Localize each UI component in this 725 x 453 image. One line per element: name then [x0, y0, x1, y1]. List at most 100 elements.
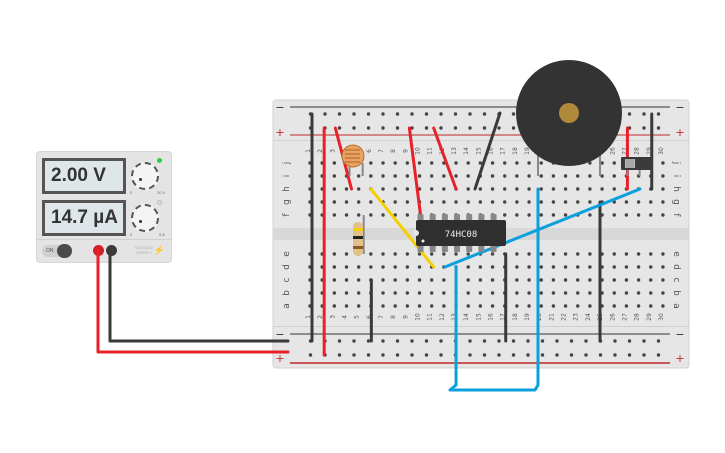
breadboard-hole[interactable] — [308, 353, 313, 357]
breadboard-hole[interactable] — [442, 200, 446, 204]
breadboard-hole[interactable] — [366, 339, 371, 343]
breadboard-hole[interactable] — [478, 200, 483, 204]
breadboard-hole[interactable] — [356, 174, 361, 178]
breadboard-hole[interactable] — [563, 304, 568, 308]
breadboard-hole[interactable] — [352, 112, 356, 116]
breadboard-hole[interactable] — [332, 200, 337, 204]
breadboard-hole[interactable] — [430, 187, 434, 191]
breadboard-hole[interactable] — [369, 265, 373, 269]
breadboard-hole[interactable] — [661, 304, 665, 308]
breadboard-hole[interactable] — [649, 291, 653, 295]
breadboard-hole[interactable] — [430, 161, 434, 165]
breadboard-hole[interactable] — [539, 291, 543, 295]
breadboard-hole[interactable] — [410, 126, 414, 130]
breadboard-hole[interactable] — [539, 252, 543, 256]
breadboard-hole[interactable] — [490, 174, 495, 178]
wire-yellow-sensor[interactable] — [369, 187, 436, 269]
breadboard-hole[interactable] — [393, 187, 397, 191]
breadboard-hole[interactable] — [584, 353, 588, 357]
breadboard-hole[interactable] — [439, 112, 443, 116]
breadboard-hole[interactable] — [503, 174, 507, 178]
breadboard-hole[interactable] — [332, 278, 337, 282]
breadboard-hole[interactable] — [395, 112, 400, 116]
breadboard-hole[interactable] — [624, 304, 629, 308]
breadboard-hole[interactable] — [539, 161, 543, 165]
breadboard-hole[interactable] — [405, 278, 410, 282]
breadboard-hole[interactable] — [381, 161, 385, 165]
breadboard-hole[interactable] — [656, 353, 661, 357]
breadboard-hole[interactable] — [410, 353, 414, 357]
wire-blue-loop[interactable] — [448, 187, 540, 392]
breadboard-hole[interactable] — [332, 252, 337, 256]
breadboard-hole[interactable] — [511, 353, 516, 357]
breadboard-hole[interactable] — [627, 339, 632, 343]
breadboard-hole[interactable] — [466, 265, 470, 269]
breadboard-hole[interactable] — [332, 265, 337, 269]
breadboard-hole[interactable] — [515, 161, 519, 165]
breadboard-hole[interactable] — [636, 252, 641, 256]
breadboard-hole[interactable] — [405, 174, 410, 178]
breadboard-hole[interactable] — [551, 291, 556, 295]
breadboard-hole[interactable] — [551, 304, 556, 308]
breadboard-hole[interactable] — [430, 200, 434, 204]
breadboard-hole[interactable] — [539, 265, 543, 269]
breadboard-hole[interactable] — [430, 304, 434, 308]
breadboard-hole[interactable] — [424, 112, 429, 116]
breadboard-hole[interactable] — [381, 265, 385, 269]
breadboard-hole[interactable] — [515, 278, 519, 282]
breadboard-hole[interactable] — [405, 161, 410, 165]
breadboard-hole[interactable] — [497, 126, 501, 130]
breadboard-hole[interactable] — [642, 339, 646, 343]
breadboard-hole[interactable] — [478, 161, 483, 165]
breadboard-hole[interactable] — [649, 278, 653, 282]
breadboard-hole[interactable] — [468, 339, 472, 343]
breadboard-hole[interactable] — [417, 252, 422, 256]
breadboard-hole[interactable] — [417, 304, 422, 308]
breadboard-hole[interactable] — [539, 187, 543, 191]
breadboard-hole[interactable] — [612, 278, 616, 282]
breadboard-hole[interactable] — [576, 200, 580, 204]
breadboard-hole[interactable] — [551, 252, 556, 256]
breadboard-hole[interactable] — [636, 200, 641, 204]
breadboard-hole[interactable] — [323, 112, 327, 116]
breadboard-hole[interactable] — [352, 339, 356, 343]
breadboard-hole[interactable] — [649, 200, 653, 204]
breadboard-hole[interactable] — [466, 174, 470, 178]
power-switch[interactable]: ON — [42, 244, 72, 258]
breadboard-hole[interactable] — [490, 252, 495, 256]
breadboard-hole[interactable] — [563, 278, 568, 282]
breadboard-hole[interactable] — [649, 304, 653, 308]
breadboard-hole[interactable] — [442, 291, 446, 295]
breadboard-hole[interactable] — [395, 353, 400, 357]
breadboard-hole[interactable] — [490, 161, 495, 165]
breadboard-hole[interactable] — [344, 304, 349, 308]
breadboard-hole[interactable] — [563, 252, 568, 256]
breadboard-hole[interactable] — [551, 174, 556, 178]
breadboard-hole[interactable] — [598, 353, 603, 357]
breadboard-hole[interactable] — [430, 174, 434, 178]
breadboard-hole[interactable] — [539, 278, 543, 282]
breadboard-hole[interactable] — [588, 174, 592, 178]
breadboard-hole[interactable] — [439, 353, 443, 357]
breadboard-hole[interactable] — [661, 187, 665, 191]
breadboard-hole[interactable] — [466, 304, 470, 308]
breadboard-hole[interactable] — [627, 112, 632, 116]
breadboard-hole[interactable] — [332, 304, 337, 308]
ic-chip[interactable] — [416, 220, 506, 246]
breadboard-hole[interactable] — [661, 161, 665, 165]
breadboard-hole[interactable] — [649, 213, 653, 217]
breadboard-hole[interactable] — [588, 187, 592, 191]
breadboard-hole[interactable] — [369, 213, 373, 217]
breadboard-hole[interactable] — [356, 304, 361, 308]
breadboard-hole[interactable] — [515, 252, 519, 256]
breadboard-hole[interactable] — [442, 278, 446, 282]
breadboard-hole[interactable] — [332, 213, 337, 217]
breadboard-hole[interactable] — [588, 265, 592, 269]
breadboard-hole[interactable] — [454, 252, 458, 256]
breadboard-hole[interactable] — [527, 265, 531, 269]
breadboard-hole[interactable] — [337, 126, 342, 130]
breadboard-hole[interactable] — [478, 278, 483, 282]
breadboard-hole[interactable] — [661, 213, 665, 217]
breadboard-hole[interactable] — [478, 304, 483, 308]
breadboard-hole[interactable] — [369, 161, 373, 165]
